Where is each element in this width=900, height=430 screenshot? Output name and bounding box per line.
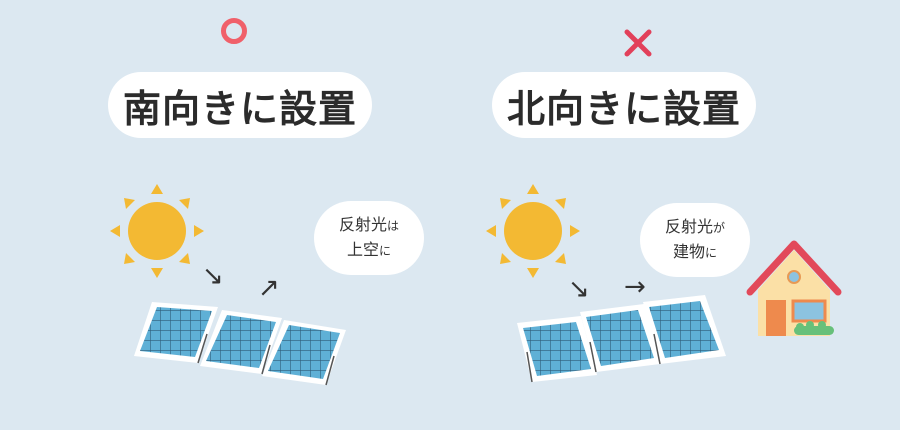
- south-title: 南向きに設置: [108, 72, 372, 138]
- south-bubble-line1: 反射光は: [338, 215, 400, 234]
- sun-icon: [486, 184, 580, 278]
- south-bubble-line2: 上空に: [346, 240, 392, 259]
- north-bubble-line2: 建物に: [672, 242, 718, 261]
- solar-panel-icon: [517, 295, 726, 383]
- arrow-icon: ↘: [202, 261, 224, 291]
- cross-ng-icon: [624, 29, 652, 57]
- arrow-icon: ↗: [258, 273, 280, 303]
- house-icon: [746, 240, 842, 336]
- north-bubble: 反射光が 建物に: [640, 203, 750, 277]
- circle-ok-icon: [221, 18, 247, 44]
- north-title: 北向きに設置: [492, 72, 756, 138]
- arrow-icon: ↘: [568, 274, 590, 304]
- north-bubble-line1: 反射光が: [664, 217, 726, 236]
- arrow-icon: →: [624, 272, 646, 302]
- solar-panel-icon: [134, 302, 346, 386]
- sun-icon: [110, 184, 204, 278]
- south-bubble: 反射光は 上空に: [314, 201, 424, 275]
